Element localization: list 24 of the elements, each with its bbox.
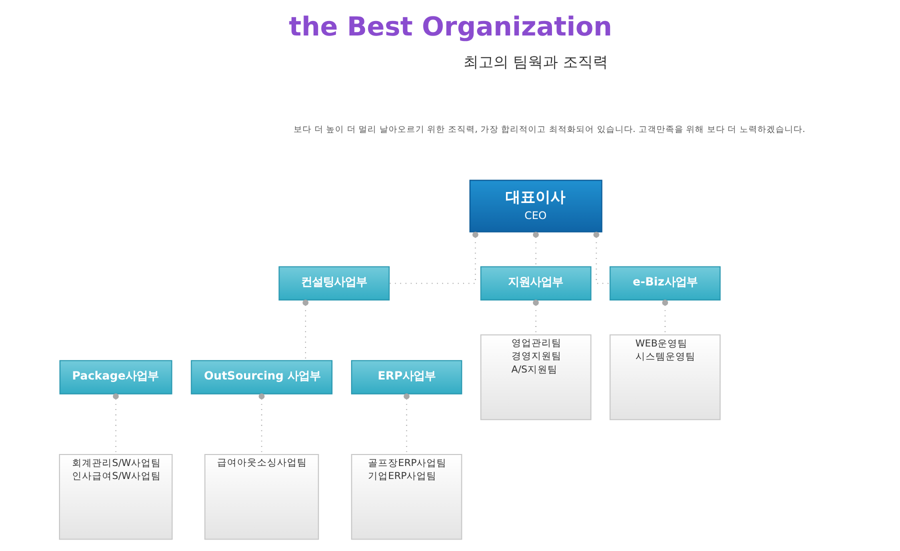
connector (592, 232, 610, 284)
node-box: 골프장ERP사업팀 기업ERP사업팀 (350, 454, 462, 540)
connector (389, 232, 478, 284)
connector (532, 232, 538, 267)
node-box: WEB운영팀 시스템운영팀 (609, 334, 720, 420)
connector (532, 300, 538, 335)
node-box: ERP사업부 (350, 360, 462, 394)
node-box: 컨설팅사업부 (278, 266, 390, 300)
connector (258, 393, 264, 454)
node-box: 회계관리S/W사업팀 인사급여S/W사업팀 (58, 454, 172, 540)
connector (662, 300, 668, 335)
node-box: 지원사업부 (480, 266, 591, 300)
node-box: 영업관리팀 경영지원팀 A/S지원팀 (480, 334, 591, 420)
node-box: OutSourcing 사업부 (190, 360, 332, 394)
node-box: 대표이사 CEO (468, 180, 602, 232)
label: 최고의 팀웍과 조직력 (462, 54, 608, 71)
label: 보다 더 높이 더 멀리 날아오르기 위한 조직력, 가장 합리적이고 최적화되어 있습니다. 고객만족을 위해 보다 더 노력하겠습니다. (293, 124, 805, 135)
node-box: 급여아웃소싱사업팀 (204, 454, 318, 540)
connector (112, 393, 118, 454)
diagram-title: the Best Organization (288, 12, 612, 42)
node-box: e-Biz사업부 (609, 266, 720, 300)
node-box: Package사업부 (58, 360, 172, 394)
connector (302, 300, 308, 361)
connector (403, 393, 410, 454)
